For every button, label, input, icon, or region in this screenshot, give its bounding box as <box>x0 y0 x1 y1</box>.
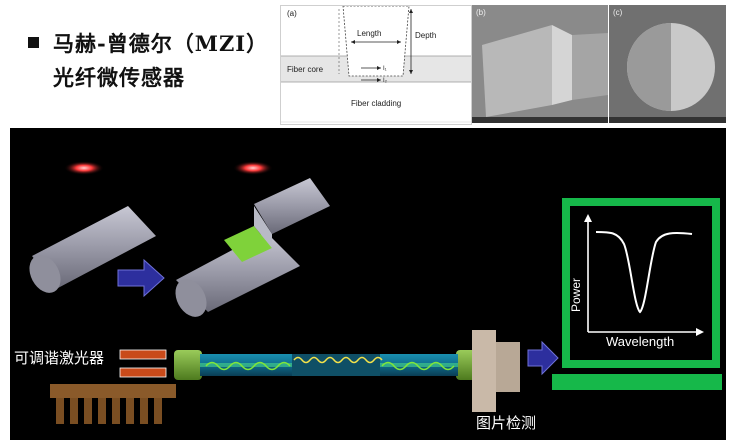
process-arrow-icon <box>117 258 165 298</box>
sem-b-notch-wall <box>552 25 572 105</box>
depth-arrow-head-top <box>409 9 413 13</box>
heatsink-fin-5 <box>112 398 120 424</box>
title-text-1: 马赫-曾德尔（MZI） <box>53 31 269 56</box>
heatsink-fin-6 <box>126 398 134 424</box>
illustration-panel: Wavelength Power 可调谐激光器 图片检测 <box>10 128 726 443</box>
fiber-cladding-label: Fiber cladding <box>351 99 401 108</box>
y-axis-label: Power <box>569 278 583 312</box>
plain-fiber-end <box>29 255 61 293</box>
laser-glow-right <box>233 161 273 175</box>
inset-b-label: (b) <box>476 8 486 17</box>
notch-cavity <box>342 5 410 77</box>
plain-fiber-body <box>32 206 156 288</box>
fiber-sensing-section <box>292 354 380 376</box>
l2-arrow-head <box>377 78 381 82</box>
inset-a-label: (a) <box>287 9 297 18</box>
sem-c-notch-face <box>627 23 671 111</box>
l2-label: I₂ <box>383 78 388 84</box>
sem-c-scale-bar <box>609 117 726 123</box>
l1-arrow-head <box>377 66 381 70</box>
photodetector <box>472 330 520 412</box>
heatsink-fin-4 <box>98 398 106 424</box>
laser-plate-top <box>119 349 167 360</box>
l1-label: I₁ <box>383 66 387 72</box>
notch-green-face <box>224 226 272 262</box>
illustration-svg: Wavelength Power <box>29 161 722 424</box>
notched-fiber-end <box>175 279 207 317</box>
title-block: 马赫-曾德尔（MZI） 光纤微传感器 <box>28 27 278 95</box>
monitor-screen <box>570 206 712 360</box>
inset-a-schematic: (a) Length Depth Fiber core Fiber claddi… <box>280 5 472 125</box>
depth-label: Depth <box>415 31 436 40</box>
title-line-2: 光纤微传感器 <box>53 65 185 90</box>
x-axis-label: Wavelength <box>606 334 674 349</box>
laser-plate-bottom <box>119 367 167 378</box>
notched-fiber-cylinder <box>175 178 330 317</box>
depth-arrow-head-bottom <box>409 70 413 74</box>
heatsink-base <box>50 384 176 398</box>
fiber-connector-left <box>174 350 202 380</box>
header-panel: 马赫-曾德尔（MZI） 光纤微传感器 <box>10 5 726 128</box>
inset-c-sem-image: (c) <box>609 5 726 123</box>
signal-arrow-icon <box>527 340 559 376</box>
laser-glow-left <box>64 161 104 175</box>
heatsink-fin-2 <box>70 398 78 424</box>
length-arrow-head-left <box>351 40 355 44</box>
inset-c-svg: (c) <box>609 5 726 123</box>
plain-fiber-cylinder <box>29 206 156 293</box>
sem-b-fiber-right <box>572 33 608 100</box>
heatsink-fin-7 <box>140 398 148 424</box>
detector-front <box>472 330 496 412</box>
bottom-strip <box>0 440 732 448</box>
notch-side-wall <box>254 206 272 248</box>
light-wave-sensing <box>293 356 383 364</box>
notched-fiber-upper-right <box>254 178 330 234</box>
y-axis-arrowhead <box>584 214 592 222</box>
length-arrow-head-right <box>397 40 401 44</box>
sem-b-fiber-left <box>482 25 552 117</box>
heatsink-fin-3 <box>84 398 92 424</box>
inset-b-sem-image: (b) <box>472 5 608 123</box>
laser-heatsink <box>50 384 176 424</box>
sem-b-scale-bar <box>472 117 608 123</box>
length-label: Length <box>357 29 381 38</box>
laser-label: 可调谐激光器 <box>14 349 105 367</box>
detector-side <box>496 342 520 392</box>
inset-a-svg: (a) Length Depth Fiber core Fiber claddi… <box>281 5 471 123</box>
inset-b-svg: (b) <box>472 5 608 123</box>
x-axis-arrowhead <box>696 328 704 336</box>
inset-c-label: (c) <box>613 8 623 17</box>
notched-fiber-lower <box>176 232 300 312</box>
fiber-core-label: Fiber core <box>287 65 324 74</box>
monitor-base <box>552 374 722 390</box>
title-line-1: 马赫-曾德尔（MZI） <box>28 27 278 61</box>
light-wave-left <box>205 361 291 371</box>
bullet-icon <box>28 37 39 48</box>
detector-label: 图片检测 <box>476 414 537 432</box>
light-wave-right <box>381 361 455 371</box>
transmission-dip-curve <box>595 231 693 314</box>
heatsink-fin-1 <box>56 398 64 424</box>
heatsink-fin-8 <box>154 398 162 424</box>
